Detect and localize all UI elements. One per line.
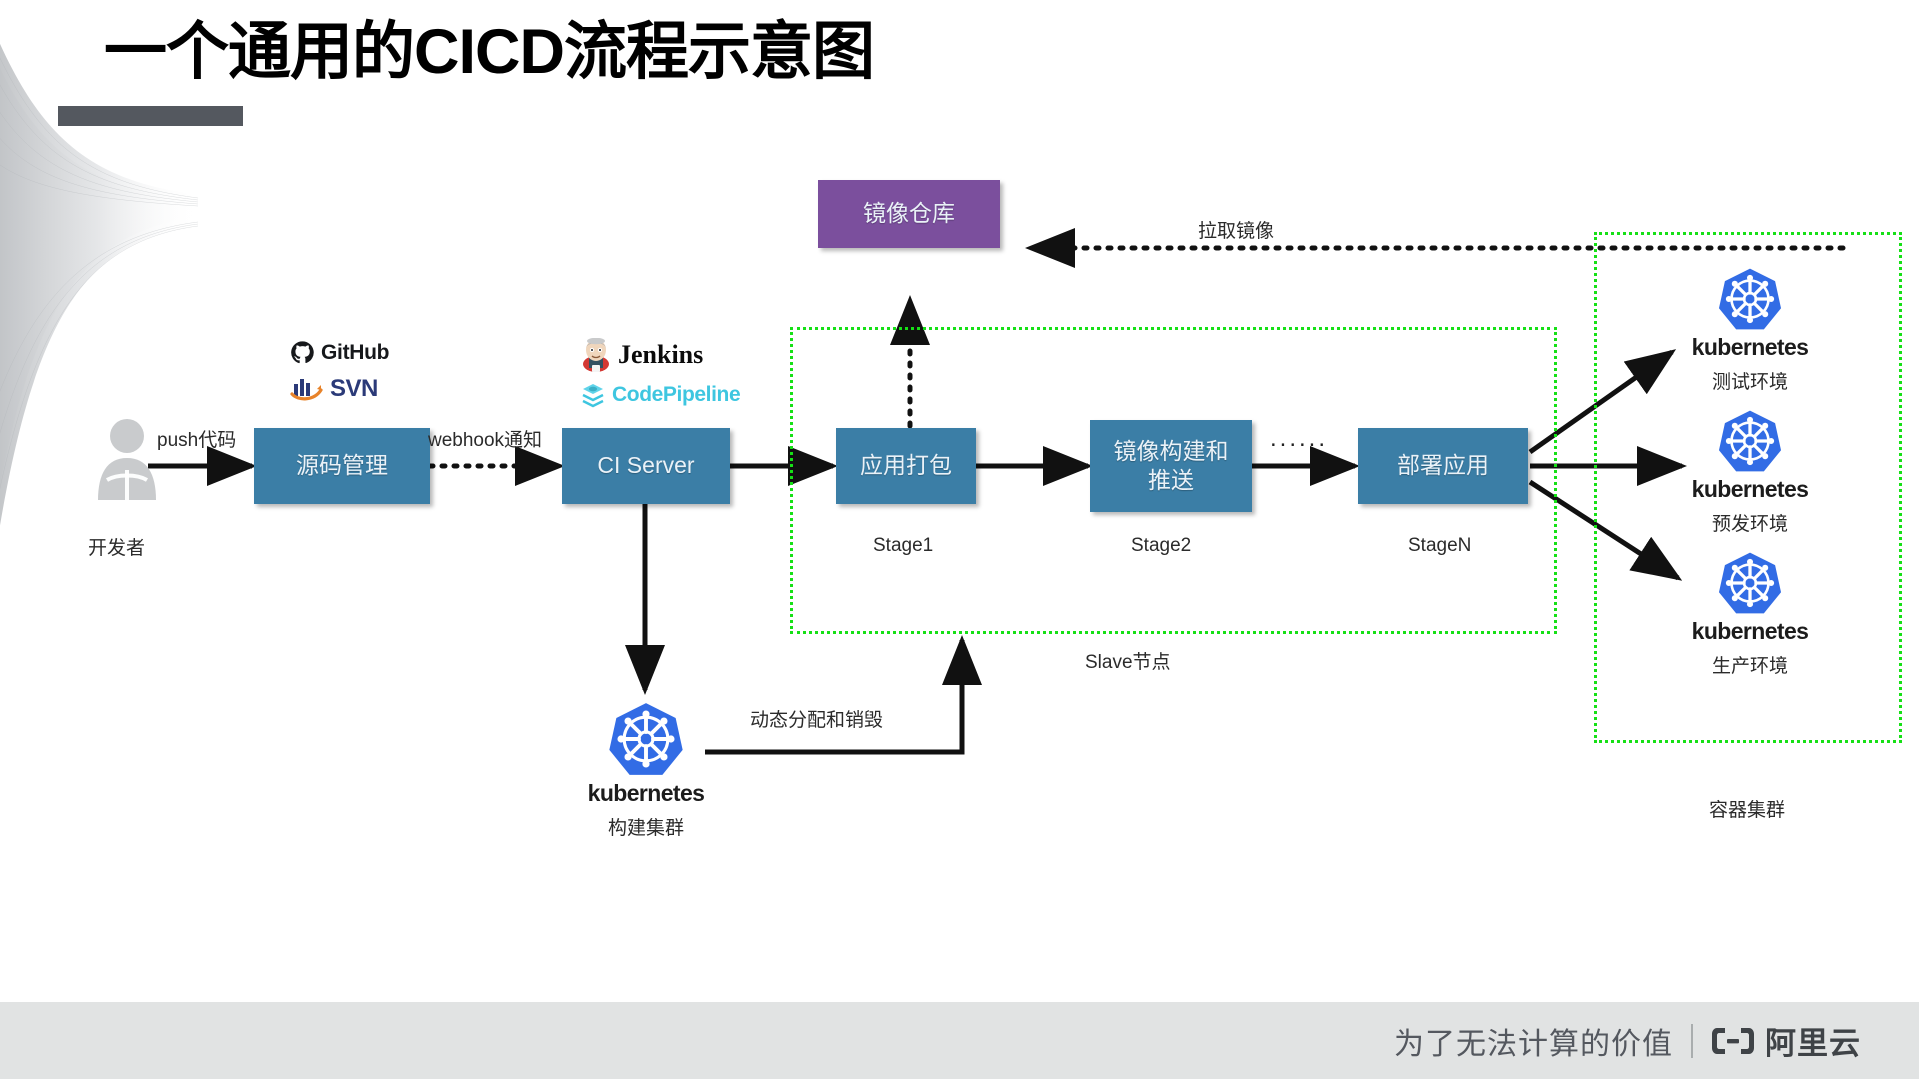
- source-code-management-box[interactable]: 源码管理: [254, 428, 430, 504]
- ci-server-label: CI Server: [597, 452, 695, 479]
- github-mark-icon: [291, 341, 314, 364]
- codepipeline-logo-text: CodePipeline: [612, 383, 741, 406]
- aliyun-brand: 阿里云: [1711, 1018, 1861, 1063]
- aliyun-brand-text: 阿里云: [1765, 1026, 1861, 1061]
- kubernetes-logo-icon: [1718, 552, 1782, 614]
- developer-avatar-icon: [98, 419, 156, 500]
- title-accent-bar: [58, 106, 243, 126]
- page-title: 一个通用的CICD流程示意图: [104, 17, 875, 87]
- slave-node-region: [790, 327, 1557, 634]
- codepipeline-mark-icon: [582, 384, 604, 408]
- svn-mark-icon: [290, 379, 323, 401]
- env-k8s-staging-caption: 预发环境: [1711, 514, 1788, 535]
- footer-bar: 为了无法计算的价值 阿里云: [0, 1002, 1919, 1079]
- image-registry-box[interactable]: 镜像仓库: [818, 180, 1000, 248]
- stage-label-2: Stage2: [1131, 535, 1192, 556]
- stage-gap-ellipsis: ......: [1270, 425, 1329, 452]
- stage-box-2[interactable]: 镜像构建和 推送: [1090, 420, 1252, 512]
- arrow-dynamic-allocate: [705, 635, 982, 755]
- env-k8s-production: kubernetes 生产环境: [1686, 550, 1814, 678]
- kubernetes-logo-icon: [1718, 410, 1782, 472]
- stage-box-1-label: 应用打包: [860, 452, 952, 479]
- codepipeline-logo: CodePipeline: [580, 382, 741, 408]
- env-k8s-test-wordmark: kubernetes: [1691, 334, 1809, 360]
- image-registry-label: 镜像仓库: [863, 200, 955, 227]
- ci-server-box[interactable]: CI Server: [562, 428, 730, 504]
- build-cluster-k8s: kubernetes 构建集群: [582, 700, 710, 840]
- developer-label: 开发者: [88, 538, 146, 559]
- footer-divider: [1691, 1023, 1693, 1058]
- svn-logo: SVN: [290, 375, 378, 403]
- kubernetes-logo-icon: [1718, 268, 1782, 330]
- slave-node-region-label: Slave节点: [1085, 652, 1171, 673]
- env-k8s-test-caption: 测试环境: [1711, 372, 1788, 393]
- container-cluster-region: [1594, 232, 1902, 743]
- container-cluster-region-label: 容器集群: [1709, 800, 1786, 821]
- stage-box-1[interactable]: 应用打包: [836, 428, 976, 504]
- kubernetes-logo-icon: [609, 703, 683, 775]
- github-logo: GitHub: [290, 340, 389, 365]
- env-k8s-staging: kubernetes 预发环境: [1686, 408, 1814, 536]
- stage-label-n: StageN: [1408, 535, 1472, 556]
- source-code-management-label: 源码管理: [296, 452, 388, 479]
- env-k8s-test: kubernetes 测试环境: [1686, 266, 1814, 394]
- env-k8s-staging-wordmark: kubernetes: [1691, 476, 1809, 502]
- pull-image-label: 拉取镜像: [1198, 221, 1275, 242]
- env-k8s-production-caption: 生产环境: [1711, 656, 1788, 677]
- env-k8s-production-wordmark: kubernetes: [1691, 618, 1809, 644]
- build-cluster-caption: 构建集群: [607, 818, 684, 839]
- dynamic-allocate-label: 动态分配和销毁: [750, 710, 884, 731]
- stage-box-2-label: 镜像构建和 推送: [1113, 437, 1229, 493]
- build-cluster-k8s-wordmark: kubernetes: [587, 780, 705, 806]
- svn-logo-text: SVN: [330, 375, 378, 402]
- jenkins-logo-text: Jenkins: [618, 340, 704, 369]
- footer-content: 为了无法计算的价值 阿里云: [1394, 1018, 1861, 1063]
- footer-slogan: 为了无法计算的价值: [1394, 1027, 1673, 1061]
- jenkins-mark-icon: [583, 338, 609, 372]
- webhook-label: webhook通知: [428, 430, 543, 451]
- stage-label-1: Stage1: [873, 535, 934, 556]
- decorative-swoosh: [0, 43, 200, 526]
- github-logo-text: GitHub: [321, 340, 390, 364]
- push-code-label: push代码: [157, 430, 237, 451]
- stage-box-n-label: 部署应用: [1397, 452, 1489, 479]
- stage-box-n[interactable]: 部署应用: [1358, 428, 1528, 504]
- jenkins-logo: Jenkins: [580, 338, 703, 372]
- aliyun-logo-icon: [1712, 1027, 1754, 1054]
